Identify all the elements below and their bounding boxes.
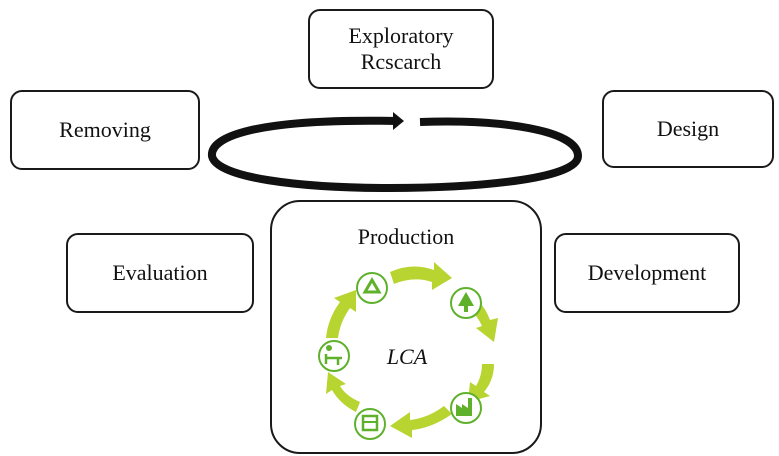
lca-arrow-segment-5 (326, 372, 360, 412)
stage-evaluation: Evaluation (66, 233, 254, 313)
stage-development-label: Development (587, 259, 707, 285)
stage-exploratory-line2: Rcscarch (360, 49, 442, 74)
stage-exploratory-line1: Exploratory (348, 22, 454, 48)
lca-arrow-segment-1 (390, 262, 452, 290)
stage-production-label: Production (357, 224, 455, 249)
lca-arrow-segment-6 (326, 290, 356, 338)
cycle-arrowhead (393, 112, 404, 130)
stage-evaluation-label: Evaluation (112, 259, 208, 285)
lca-arrow-segment-4 (390, 406, 452, 438)
lca-arrow-segment-3 (468, 364, 494, 402)
lca-label: LCA (386, 344, 428, 369)
stage-exploratory-research: Exploratory Rcscarch (308, 9, 494, 89)
person-desk-icon (318, 340, 350, 372)
factory-icon (450, 392, 482, 424)
lca-cycle (318, 262, 498, 440)
stage-removing: Removing (10, 90, 200, 170)
stage-development: Development (554, 233, 740, 313)
tree-icon (450, 287, 482, 319)
shop-icon (354, 408, 386, 440)
stage-design-label: Design (656, 115, 720, 141)
stage-design: Design (602, 90, 774, 168)
recycle-icon (356, 272, 388, 304)
stage-production: Production (270, 200, 542, 454)
stage-removing-label: Removing (59, 116, 151, 142)
